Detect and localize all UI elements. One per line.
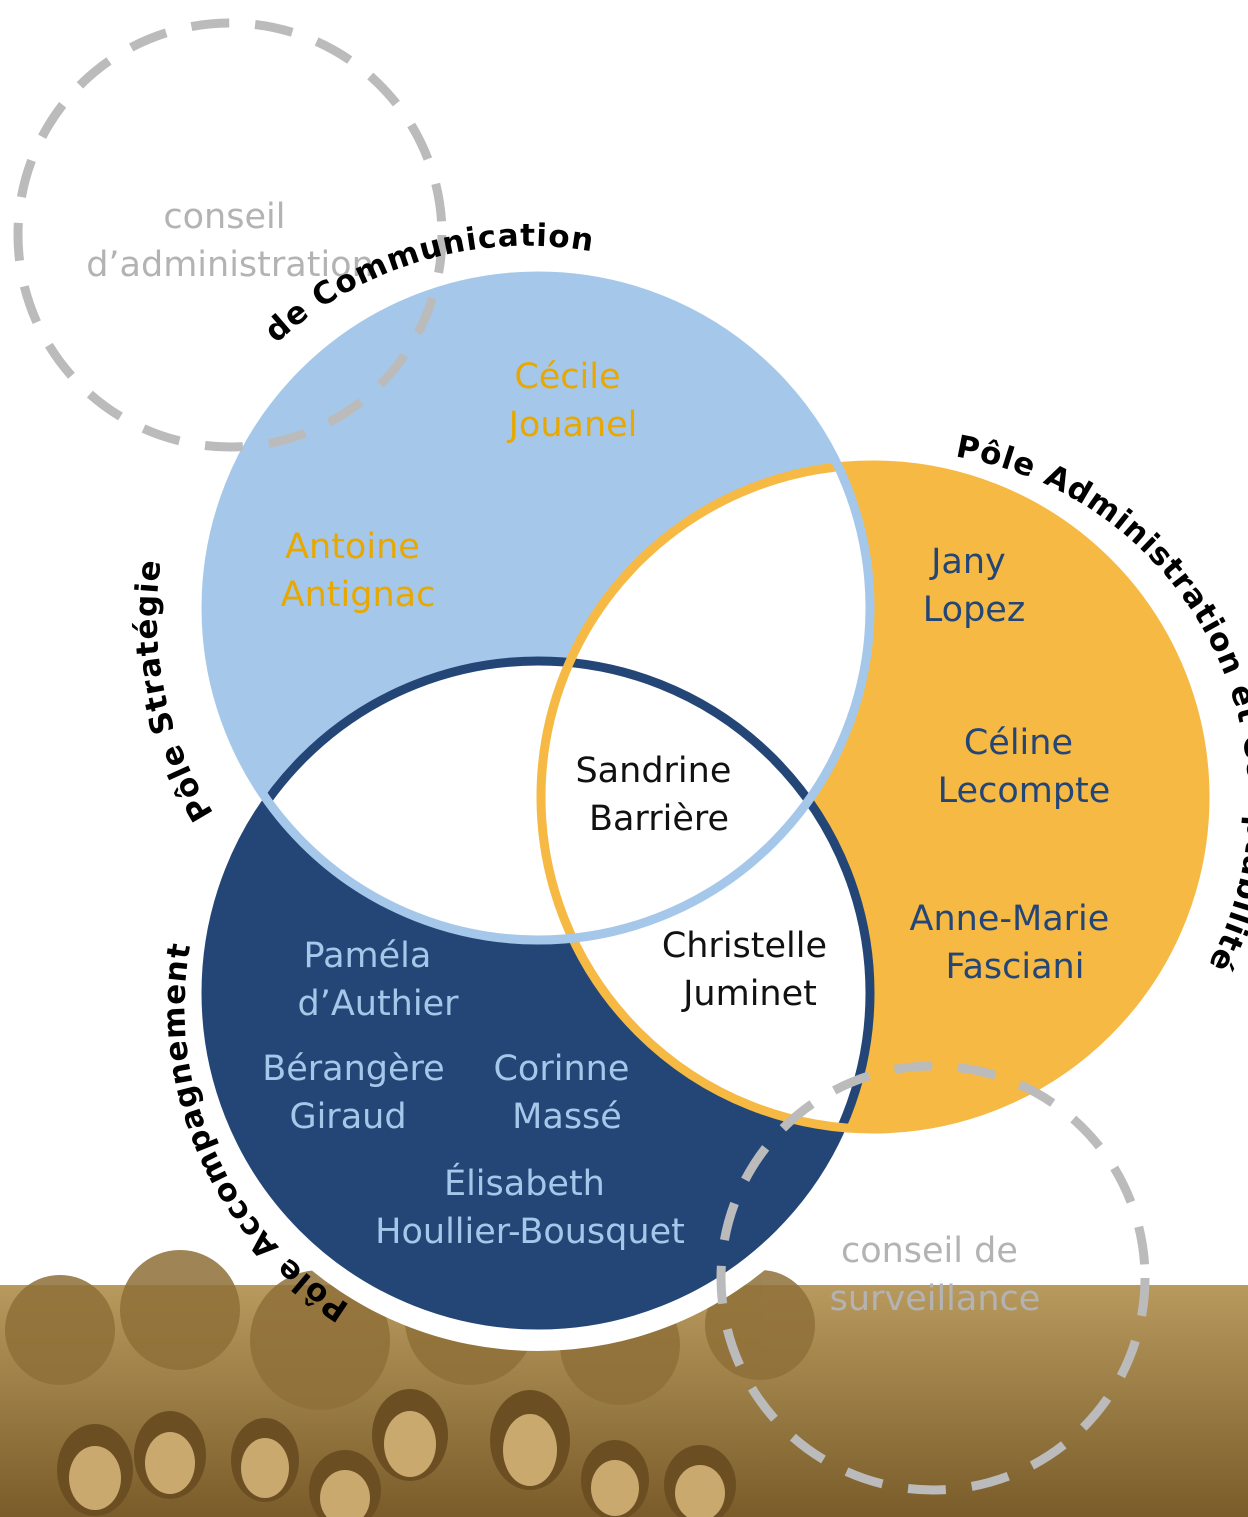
person-corinne-masse: Corinne Massé: [493, 1049, 640, 1137]
conseil-administration-label: conseil d’administration: [86, 197, 374, 285]
person-annemarie-fasciani: Anne-Marie Fasciani: [910, 899, 1121, 987]
person-berangere-giraud: Bérangère Giraud: [262, 1049, 456, 1137]
person-christelle-juminet: Christelle Juminet: [662, 926, 838, 1014]
accompagnement-outline: [201, 656, 875, 1330]
person-jany-lopez: Jany Lopez: [923, 542, 1025, 630]
person-celine-lecompte: Céline Lecompte: [938, 723, 1111, 811]
person-antoine-antignac: Antoine Antignac: [281, 527, 436, 615]
intersection-administration-accompagnement: [541, 661, 870, 1129]
conseil-surveillance-label: conseil de surveillance: [830, 1231, 1041, 1319]
person-cecile-jouanel: Cécile Jouanel: [507, 357, 638, 445]
person-sandrine-barriere: Sandrine Barrière: [575, 751, 742, 839]
conseil-surveillance-circle: [716, 1061, 1150, 1495]
administration-outline: [536, 460, 1210, 1134]
person-pamela-dauthier: Paméla d’Authier: [297, 936, 459, 1024]
conseil-administration-circle: [13, 18, 447, 452]
person-elisabeth-houllier-bousquet: Élisabeth Houllier-Bousquet: [375, 1162, 685, 1252]
communication-outline: [201, 271, 875, 945]
intersection-communication-administration: [541, 465, 870, 940]
